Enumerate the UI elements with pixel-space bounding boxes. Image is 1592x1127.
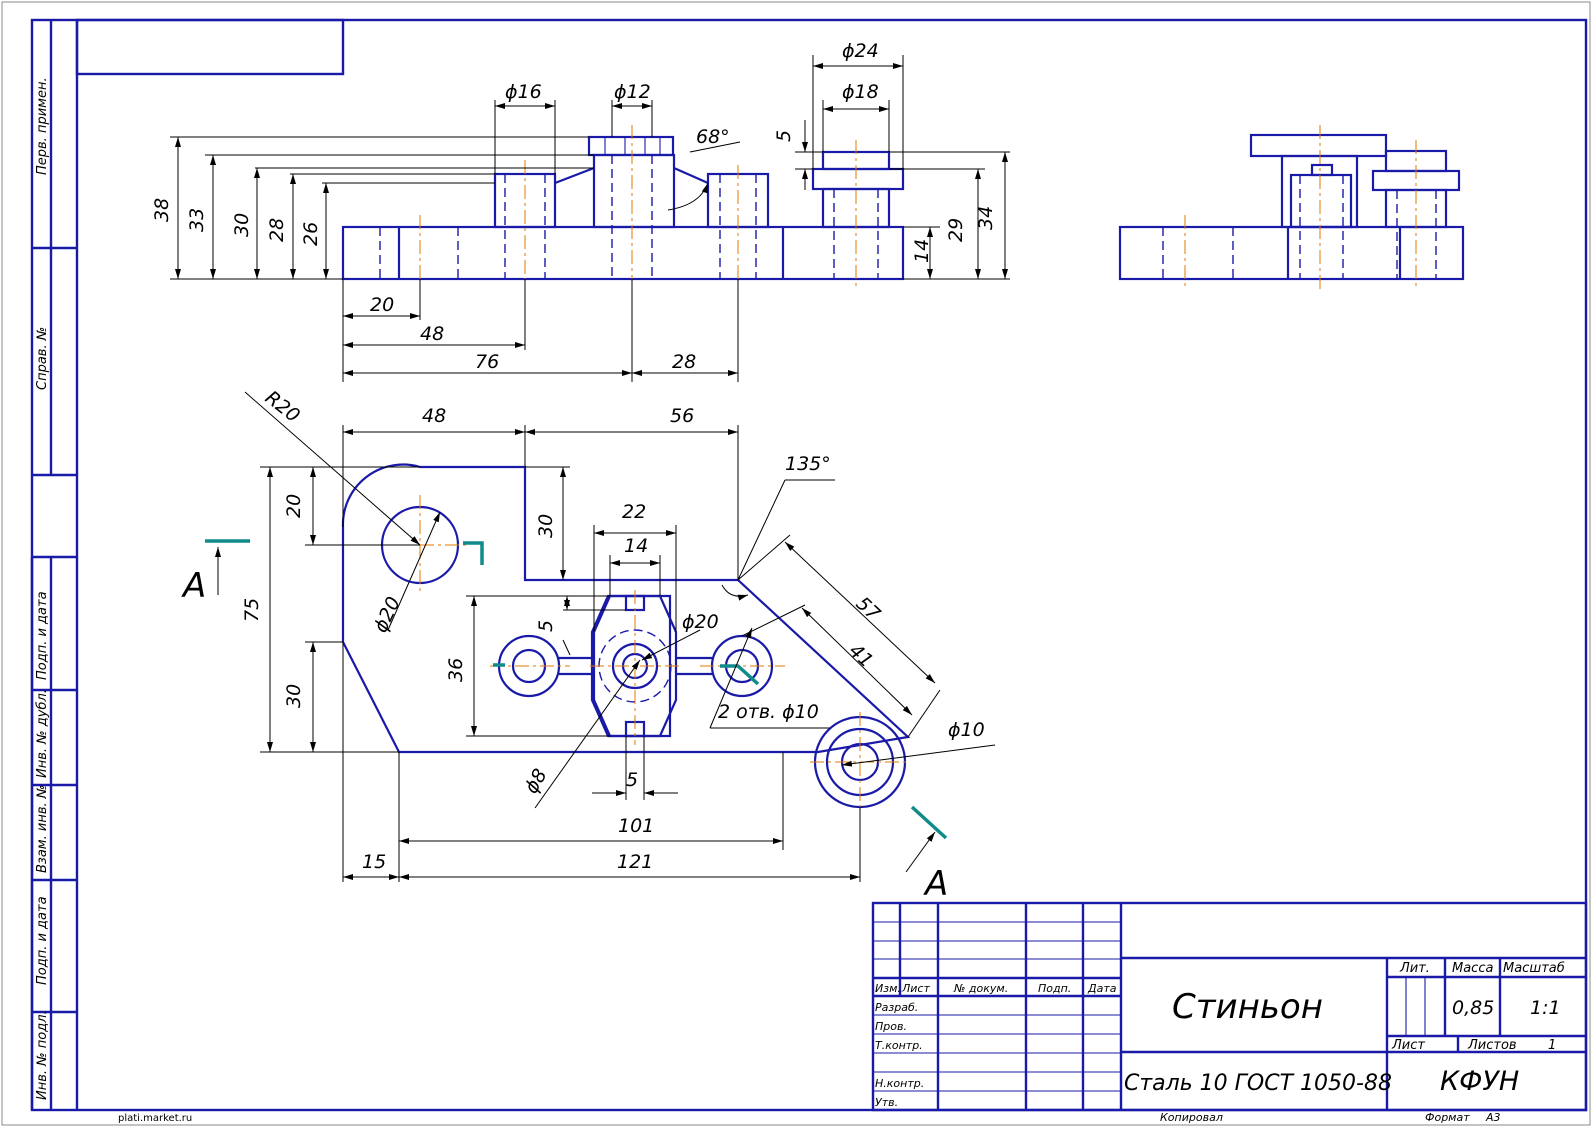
tb-razrab: Разраб.	[875, 1001, 918, 1014]
dim-v30a: 30	[535, 514, 557, 538]
footer-format-label: Формат	[1425, 1111, 1470, 1124]
dim-v75: 75	[241, 598, 263, 622]
dim-w56: 56	[670, 405, 694, 427]
dim-s57: 57	[852, 593, 885, 626]
label-inv-podl: Инв. № подл.	[35, 1010, 50, 1100]
dim-d18: ϕ18	[842, 81, 879, 103]
dim-h30: 30	[231, 213, 253, 237]
tb-nkontr: Н.контр.	[875, 1077, 924, 1090]
dim-w121: 121	[617, 851, 653, 873]
tb-lit: Лит.	[1399, 961, 1430, 976]
label-vzam-inv: Взам. инв. №	[35, 785, 50, 873]
front-view: ϕ16 ϕ12 ϕ24 ϕ18 68° 5 38 33 30 28 26 14 …	[151, 40, 1010, 382]
tb-data: Дата	[1087, 982, 1117, 995]
tb-part-name: Стиньон	[1172, 987, 1323, 1027]
tb-doc: № докум.	[953, 982, 1008, 995]
dim-w5b: 5	[626, 769, 638, 791]
plate-outline	[341, 463, 911, 754]
dim-l20: 20	[370, 294, 394, 316]
footer-copied: Копировал	[1160, 1111, 1223, 1124]
dim-v20: 20	[283, 494, 305, 518]
tb-list: Лист	[901, 982, 930, 995]
dim-d20a: ϕ20	[370, 594, 405, 637]
tb-tkontr: Т.контр.	[875, 1039, 923, 1052]
dim-a135: 135°	[785, 453, 831, 475]
dim-holes: 2 отв. ϕ10	[718, 701, 819, 723]
tb-list2: Лист	[1391, 1038, 1425, 1053]
dim-v36: 36	[445, 658, 467, 682]
tb-izm: Изм.	[875, 982, 901, 995]
label-podp-data-2: Подп. и дата	[35, 896, 50, 985]
dim-d12: ϕ12	[614, 81, 651, 103]
dim-v5a: 5	[535, 620, 557, 632]
section-label-left: A	[181, 566, 206, 606]
dim-d24: ϕ24	[842, 40, 879, 62]
dim-d20b: ϕ20	[682, 611, 719, 633]
footer-format-value: А3	[1485, 1111, 1501, 1124]
dim-w14: 14	[624, 535, 648, 557]
label-podp-data-1: Подп. и дата	[35, 591, 50, 680]
section-marks	[205, 539, 948, 840]
dim-h28: 28	[266, 218, 288, 242]
frame-labels: Перв. примен. Справ. № Подп. и дата Инв.…	[35, 77, 50, 1100]
tb-scale-value: 1:1	[1530, 997, 1561, 1019]
dim-w48: 48	[422, 405, 446, 427]
footer-source: plati.market.ru	[118, 1113, 192, 1124]
dim-d10: ϕ10	[948, 719, 985, 741]
dim-d16: ϕ16	[505, 81, 542, 103]
section-label-right: A	[923, 864, 948, 904]
dim-h14: 14	[911, 239, 933, 263]
dim-l28: 28	[672, 351, 696, 373]
tb-massa: Масса	[1452, 961, 1493, 976]
dim-h34: 34	[975, 206, 997, 230]
dim-w101: 101	[618, 815, 654, 837]
dim-h5: 5	[773, 130, 795, 142]
dim-r20: R20	[261, 387, 304, 427]
dim-w22: 22	[622, 501, 646, 523]
tb-mass-value: 0,85	[1452, 997, 1494, 1019]
dim-l48: 48	[420, 323, 444, 345]
dim-h38: 38	[151, 198, 173, 222]
tb-material: Сталь 10 ГОСТ 1050-88	[1124, 1071, 1392, 1096]
dim-s41: 41	[845, 640, 878, 673]
tb-utv: Утв.	[875, 1096, 898, 1109]
tb-podp: Подп.	[1038, 982, 1071, 995]
dim-a68: 68°	[696, 126, 730, 148]
dim-h33: 33	[186, 208, 208, 232]
boss-d12	[592, 153, 676, 229]
dim-w15: 15	[362, 851, 386, 873]
dim-h26: 26	[300, 222, 322, 246]
dim-l76: 76	[475, 351, 499, 373]
tb-prov: Пров.	[875, 1020, 907, 1033]
dim-h29: 29	[945, 218, 967, 242]
tb-listov: Листов	[1467, 1038, 1517, 1053]
top-view: A A	[181, 387, 996, 904]
base-plate	[341, 225, 905, 281]
title-block: Изм. Лист № докум. Подп. Дата Разраб. Пр…	[871, 901, 1588, 1112]
dim-d8: ϕ8	[520, 765, 551, 797]
tb-masshtab: Масштаб	[1503, 961, 1565, 976]
dim-v30b: 30	[283, 684, 305, 708]
side-view	[1118, 125, 1465, 290]
label-sprav-no: Справ. №	[35, 327, 50, 390]
tb-organization: КФУН	[1440, 1066, 1519, 1097]
label-perv-primen: Перв. примен.	[35, 77, 50, 175]
label-inv-dubl: Инв. № дубл.	[35, 689, 50, 778]
tb-sheets-total: 1	[1548, 1038, 1556, 1053]
